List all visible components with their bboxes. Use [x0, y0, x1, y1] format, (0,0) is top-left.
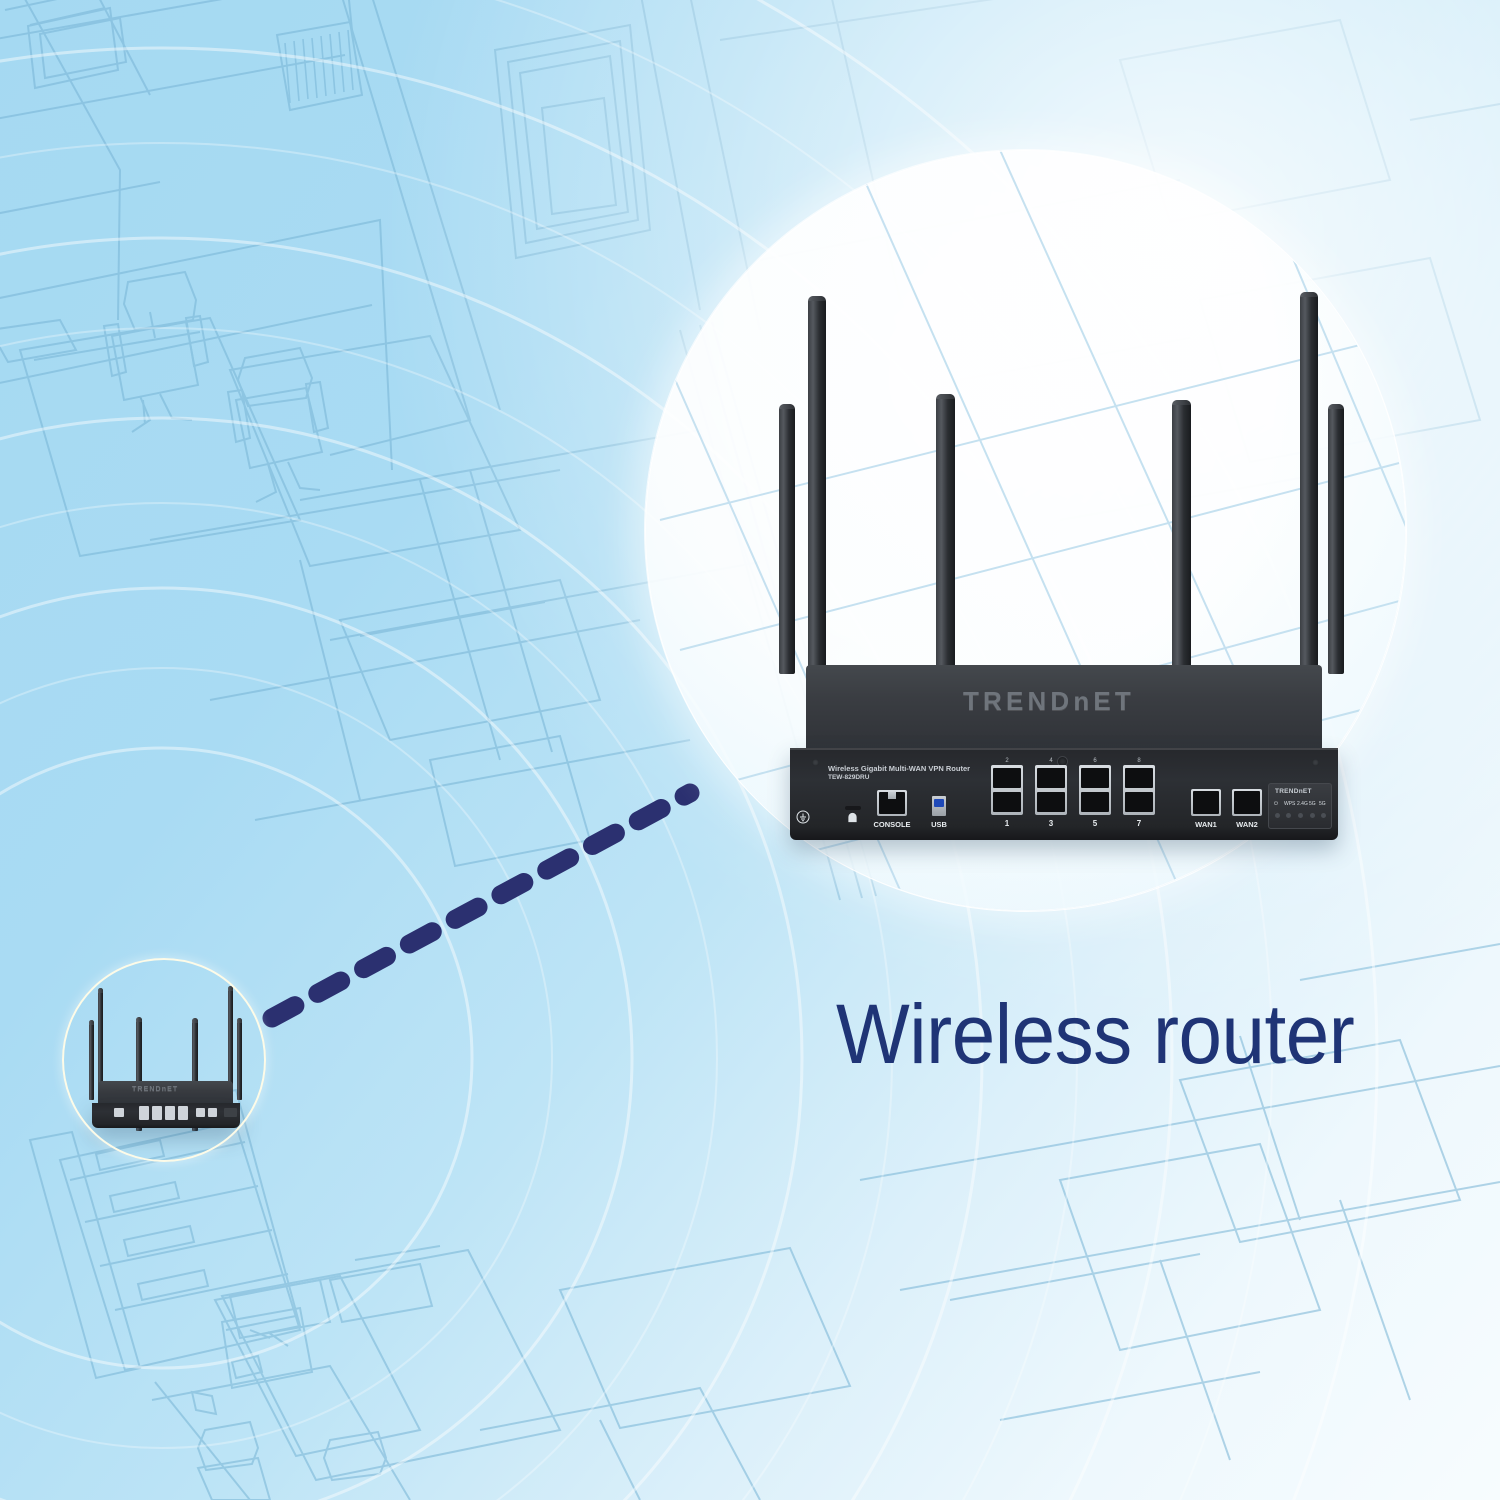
- console-port[interactable]: [877, 790, 907, 816]
- led-dot-5g-b: [1321, 813, 1326, 818]
- lan-port-label-1: 1: [1004, 819, 1010, 828]
- led-indicator-panel: TRENDnET ⏻ WPS 2.4G 5G 5G: [1268, 783, 1332, 829]
- antenna-1: [779, 404, 795, 674]
- led-panel-brand: TRENDnET: [1275, 788, 1312, 795]
- ground-symbol-icon: [796, 810, 810, 824]
- led-label-5g-b: 5G: [1319, 801, 1326, 807]
- led-dot-5g-a: [1310, 813, 1315, 818]
- lan-port-pair-3[interactable]: [1079, 765, 1111, 815]
- page-title: Wireless router: [836, 987, 1355, 1081]
- router-chassis-top: [806, 665, 1322, 748]
- lan-port-label-2: 3: [1048, 819, 1054, 828]
- device-spec-text: Wireless Gigabit Multi-WAN VPN Router TE…: [828, 764, 971, 782]
- lan-port-label-4: 7: [1136, 819, 1142, 828]
- led-label-24g: 2.4G: [1297, 801, 1308, 807]
- inset-highlight-ring: [62, 958, 266, 1162]
- lan-port-pair-4[interactable]: [1123, 765, 1155, 815]
- lan-port-label-top-4: 8: [1137, 758, 1141, 764]
- chassis-screw-left: [812, 759, 819, 766]
- wan2-port[interactable]: [1232, 789, 1262, 816]
- front-panel-edge: [790, 748, 1338, 750]
- led-dot-24g: [1298, 813, 1303, 818]
- reset-button-icon[interactable]: [845, 806, 861, 826]
- led-label-power: ⏻: [1274, 801, 1278, 807]
- chassis-screw-center: [1058, 757, 1067, 766]
- lan-port-label-top-2: 4: [1049, 758, 1053, 764]
- lan-port-pair-1[interactable]: [991, 765, 1023, 815]
- antenna-2: [808, 296, 826, 674]
- lan-port-label-top-1: 2: [1005, 758, 1009, 764]
- brand-logo-top: TRENDnET: [963, 686, 1135, 716]
- led-dot-wps: [1286, 813, 1291, 818]
- usb-port[interactable]: [932, 796, 946, 816]
- wan2-port-label: WAN2: [1236, 820, 1258, 829]
- lan-port-pair-2[interactable]: [1035, 765, 1067, 815]
- lan-port-label-top-3: 6: [1093, 758, 1097, 764]
- antenna-5: [1300, 292, 1318, 674]
- led-dot-power: [1275, 813, 1280, 818]
- wan1-port-label: WAN1: [1195, 820, 1217, 829]
- usb-port-label: USB: [931, 820, 947, 829]
- console-port-label: CONSOLE: [873, 820, 911, 829]
- chassis-screw-right: [1312, 759, 1319, 766]
- lan-port-label-3: 5: [1092, 819, 1098, 828]
- wan1-port[interactable]: [1191, 789, 1221, 816]
- led-label-5g-a: 5G: [1309, 801, 1316, 807]
- antenna-6: [1328, 404, 1344, 674]
- led-label-wps: WPS: [1284, 801, 1296, 807]
